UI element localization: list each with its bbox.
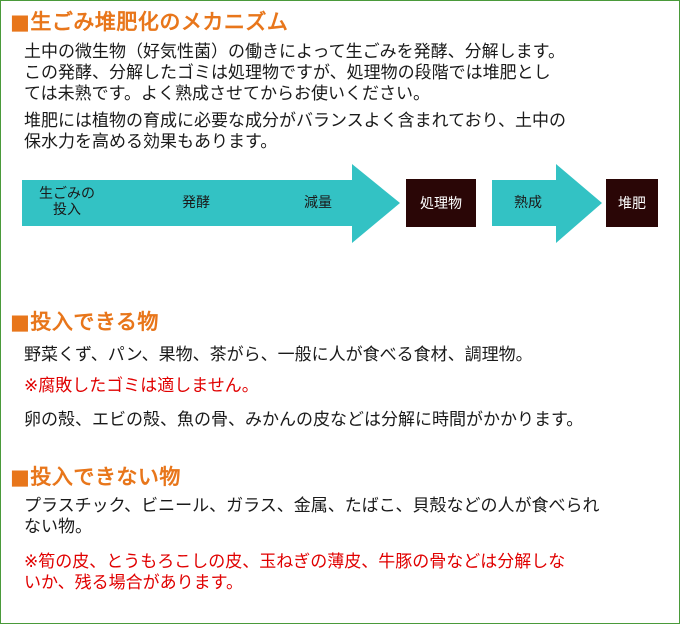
can-input-note: 卵の殻、エビの殻、魚の骨、みかんの皮などは分解に時間がかかります。 xyxy=(24,410,584,430)
flow-box-processed: 処理物 xyxy=(406,179,476,227)
mechanism-heading: ■生ごみ堆肥化のメカニズム xyxy=(10,10,289,34)
can-input-warning: ※腐敗したゴミは適しません。 xyxy=(24,376,259,396)
cannot-input-warning: ※筍の皮、とうもろこしの皮、玉ねぎの薄皮、牛豚の骨などは分解しな いか、残る場合… xyxy=(24,552,566,593)
flow-arrow-main xyxy=(22,164,400,243)
flow-step-mature: 熟成 xyxy=(514,195,542,211)
flow-step-ferment: 発酵 xyxy=(182,195,210,211)
can-input-heading: ■投入できる物 xyxy=(10,310,159,334)
cannot-input-items: プラスチック、ビニール、ガラス、金属、たばこ、貝殻などの人が食べられ ない物。 xyxy=(24,496,600,537)
flow-step-input: 生ごみの 投入 xyxy=(39,186,95,218)
cannot-input-heading: ■投入できない物 xyxy=(10,465,181,489)
mechanism-paragraph-2: 堆肥には植物の育成に必要な成分がバランスよく含まれており、土中の 保水力を高める… xyxy=(24,111,566,152)
flow-step-reduce: 減量 xyxy=(304,195,332,211)
flow-arrow-mature xyxy=(492,164,602,243)
mechanism-paragraph-1: 土中の微生物（好気性菌）の働きによって生ごみを発酵、分解します。 この発酵、分解… xyxy=(24,42,565,104)
can-input-items: 野菜くず、パン、果物、茶がら、一般に人が食べる食材、調理物。 xyxy=(24,345,533,365)
flow-box-compost: 堆肥 xyxy=(606,179,658,227)
